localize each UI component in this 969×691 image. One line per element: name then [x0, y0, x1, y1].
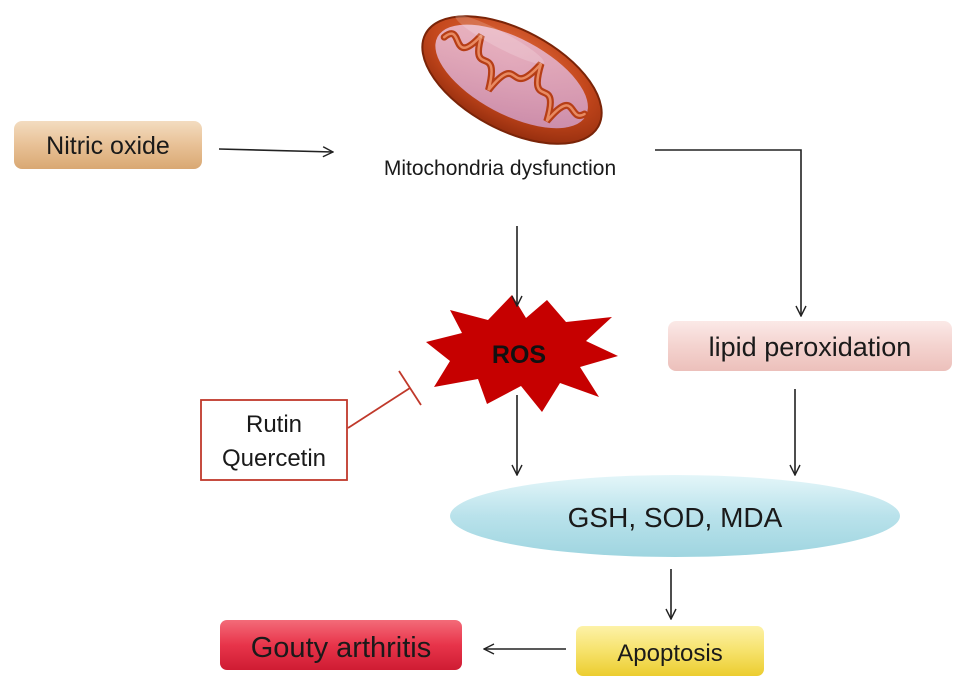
- inhibitor-node: Rutin Quercetin: [200, 399, 348, 481]
- apoptosis-node: Apoptosis: [576, 626, 764, 676]
- ros-node: ROS: [426, 295, 618, 412]
- mitochondrion-icon: [421, 14, 603, 145]
- edge-mito-to-lipid: [655, 149, 801, 316]
- nitric-oxide-label: Nitric oxide: [46, 132, 170, 160]
- gouty-arthritis-label: Gouty arthritis: [251, 632, 432, 664]
- mitochondria-dysfunction-label: Mitochondria dysfunction: [384, 157, 616, 180]
- lipid-peroxidation-node: lipid peroxidation: [668, 321, 952, 371]
- ros-label: ROS: [492, 341, 546, 369]
- nitric-oxide-node: Nitric oxide: [14, 121, 202, 169]
- lipid-peroxidation-label: lipid peroxidation: [709, 332, 912, 362]
- gouty-arthritis-node: Gouty arthritis: [220, 620, 462, 670]
- markers-label: GSH, SOD, MDA: [568, 502, 783, 533]
- ros-burst-shape: [426, 295, 618, 412]
- inhibition-edge: [347, 370, 422, 429]
- inhibitor-label-quercetin: Quercetin: [222, 445, 326, 472]
- markers-node: GSH, SOD, MDA: [450, 475, 900, 557]
- apoptosis-label: Apoptosis: [617, 640, 722, 667]
- edge-nitric-to-mito: [218, 149, 333, 152]
- inhibitor-label-rutin: Rutin: [246, 411, 302, 438]
